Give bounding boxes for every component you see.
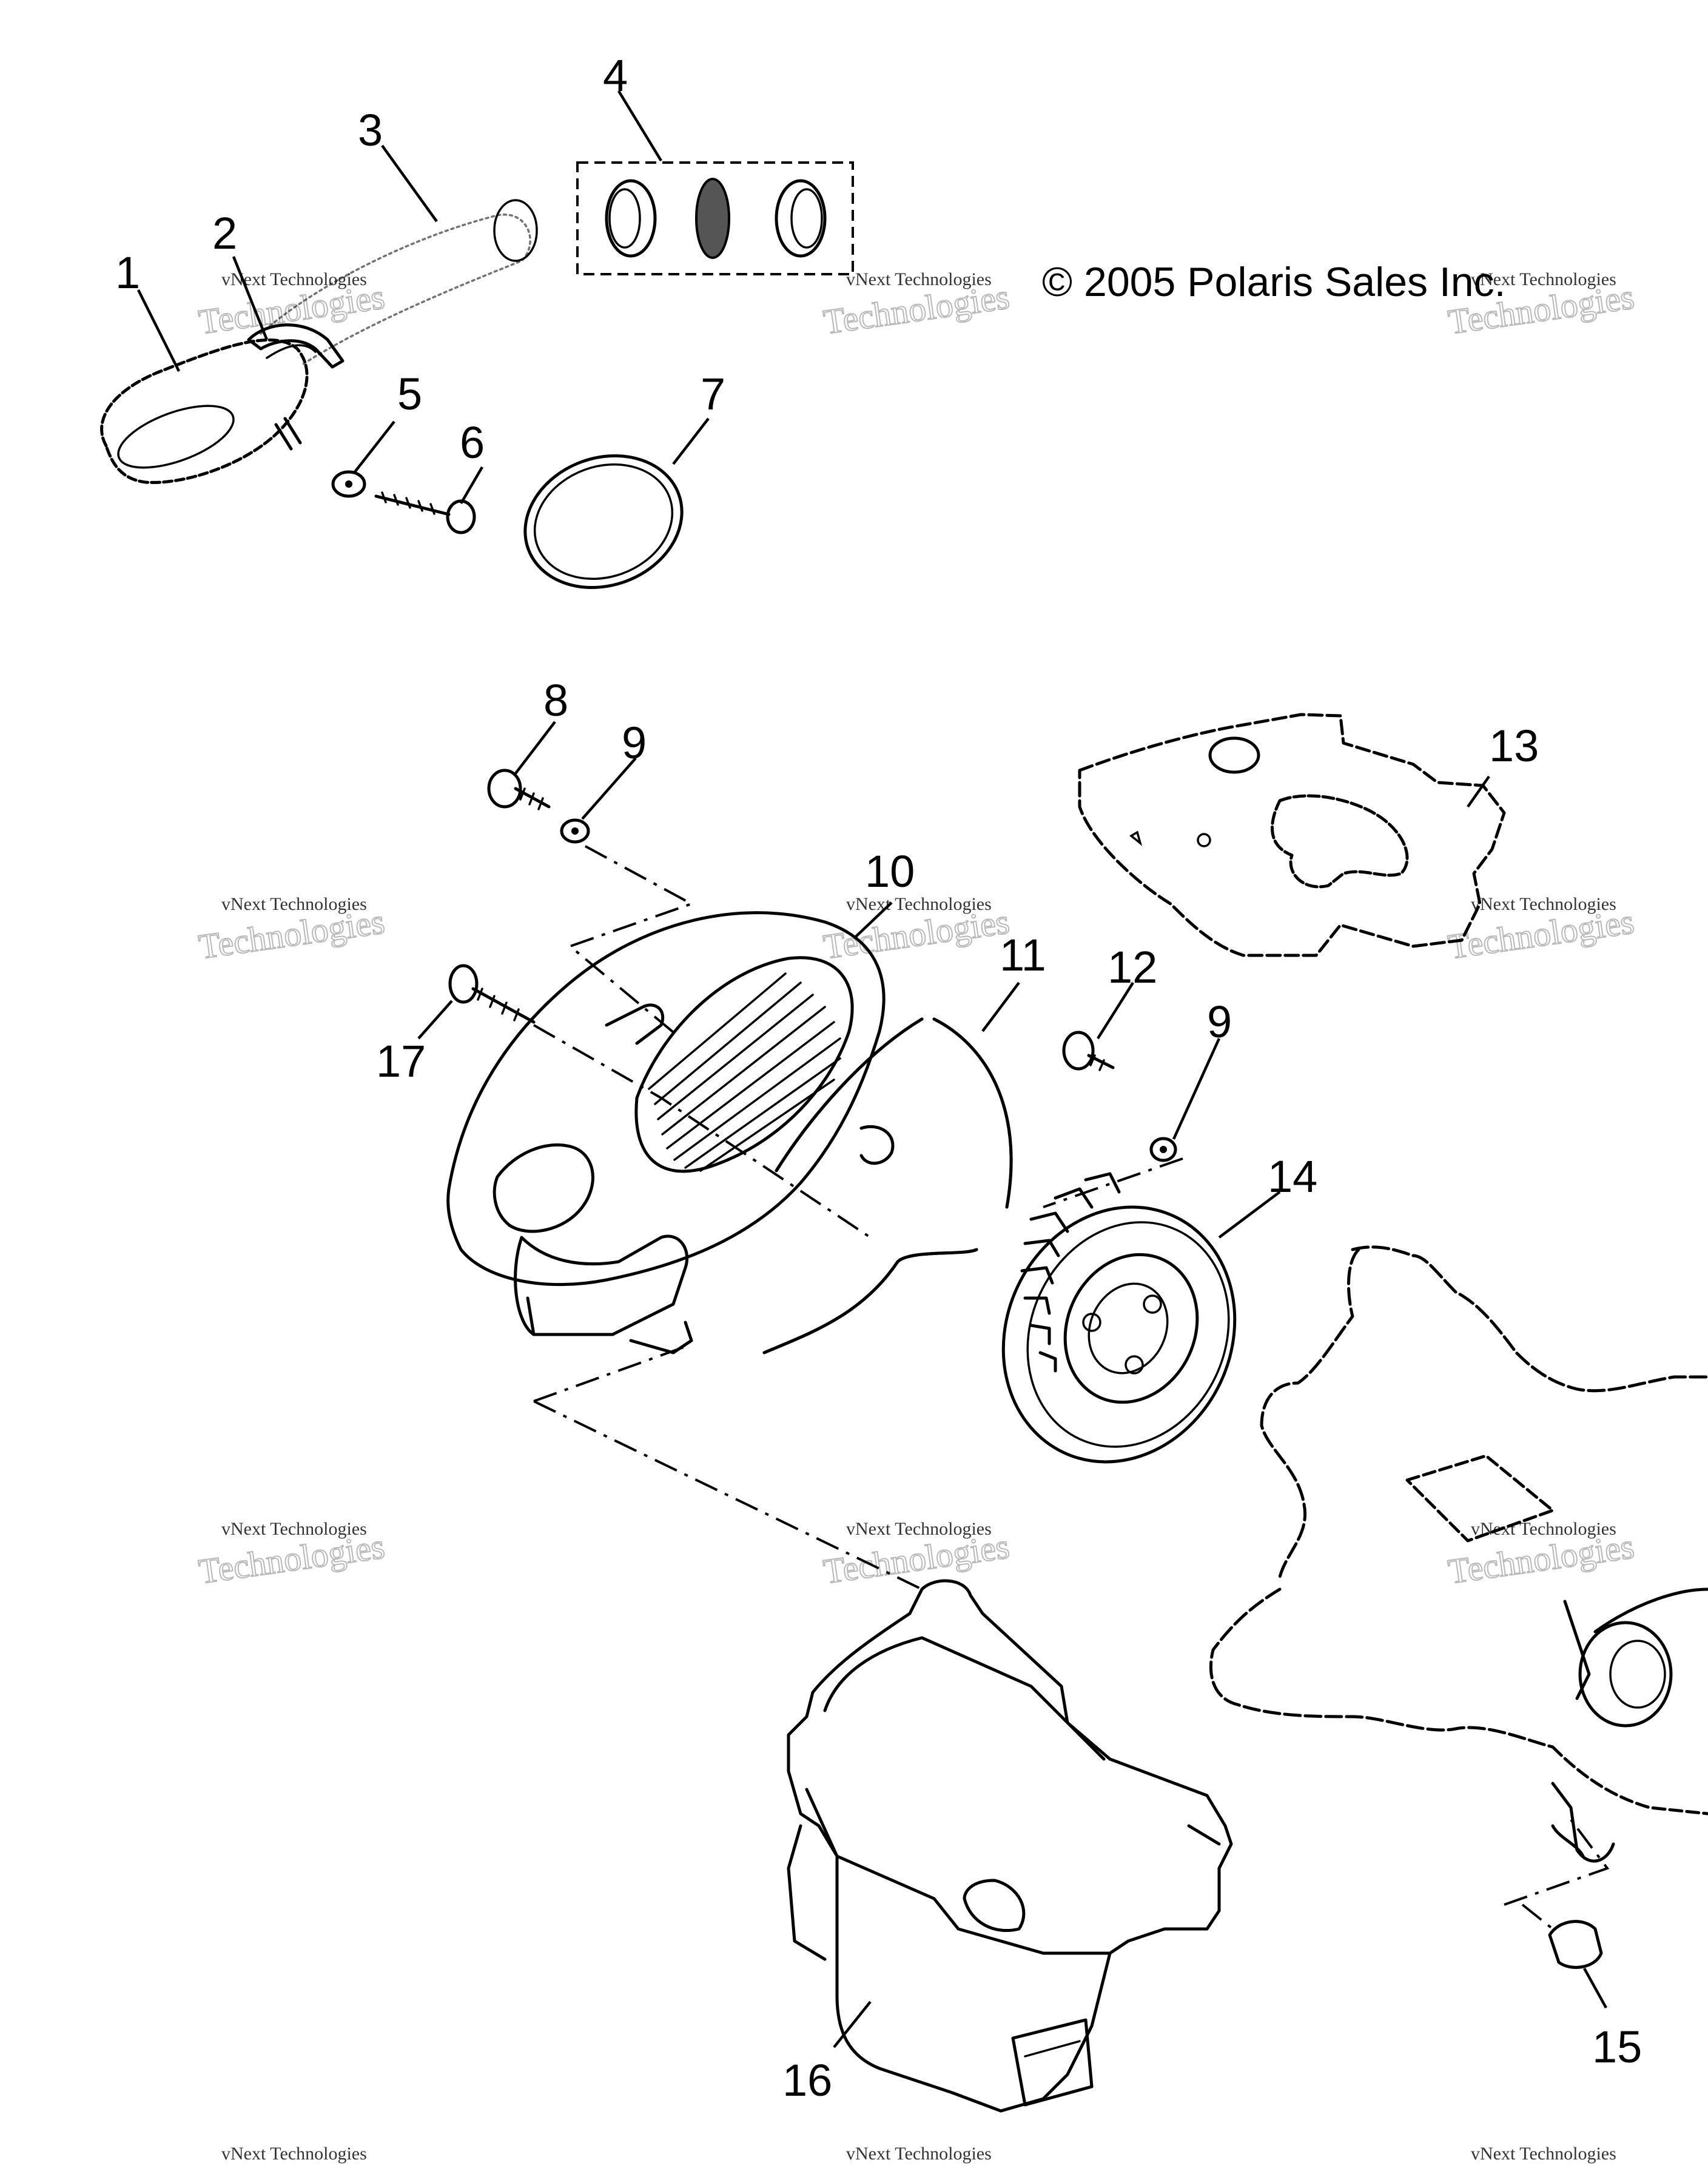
watermark-small: vNext Technologies [846,894,992,914]
part-14-flywheel-fan [1001,1172,1237,1464]
part-2-clamp [247,323,345,369]
watermark-small: vNext Technologies [221,2144,367,2164]
assembly-lines [533,845,1610,1930]
callout-13: 13 [1489,721,1539,771]
part-10-fan-housing [446,911,895,1355]
watermark-small: vNext Technologies [221,894,367,914]
callout-7: 7 [701,369,725,419]
callout-14: 14 [1268,1151,1317,1202]
watermark-small: vNext Technologies [1471,2144,1616,2164]
part-5-washer [331,470,366,498]
callout-1: 1 [115,247,140,298]
callout-8: 8 [543,675,568,725]
callout-6: 6 [460,417,485,468]
leader-lines [136,90,1607,2048]
watermark-small: vNext Technologies [221,1519,367,1539]
part-13-gasket-plate [1078,713,1506,957]
watermark-small: vNext Technologies [846,269,992,289]
part-1-intake-boot [100,338,317,484]
callout-3: 3 [358,105,383,155]
callout-labels: 1 2 3 4 5 6 7 8 9 10 11 12 9 13 14 15 16… [115,50,1642,2105]
watermark-small: vNext Technologies [846,2144,992,2164]
watermark-small: vNext Technologies [846,1519,992,1539]
callout-16: 16 [782,2055,832,2105]
part-12-bolt [1062,1031,1115,1071]
engine-block-outline [1209,1245,1708,1863]
part-6-screw [374,491,476,534]
callout-11: 11 [1000,930,1046,980]
part-16-shroud [787,1579,1233,2113]
watermark-group: vNext Technologies Technologies vNext Te… [196,269,1637,2164]
callout-15: 15 [1592,2022,1642,2072]
callout-9-lower: 9 [1207,997,1232,1047]
callout-17: 17 [376,1036,426,1086]
watermark-small: vNext Technologies [1471,894,1616,914]
part-4-filter-kit [576,161,854,275]
part-9-washer-upper [560,818,590,844]
watermark-small: vNext Technologies [1471,1519,1616,1539]
callout-12: 12 [1108,942,1157,992]
callout-4: 4 [603,50,628,101]
callout-5: 5 [397,369,422,419]
part-7-gasket-ring [523,454,684,590]
part-11-hose [762,1017,1013,1355]
watermark-small: vNext Technologies [1471,269,1616,289]
callout-2: 2 [212,208,237,258]
callout-10: 10 [865,846,915,897]
copyright-notice: © 2005 Polaris Sales Inc. [1042,259,1506,305]
callout-9-upper: 9 [622,718,647,768]
part-8-bolt [487,769,551,810]
part-9-washer-lower [1149,1137,1177,1162]
part-17-screw [448,964,536,1024]
part-3-flex-duct [260,199,538,365]
part-15-nut [1548,1920,1603,1969]
